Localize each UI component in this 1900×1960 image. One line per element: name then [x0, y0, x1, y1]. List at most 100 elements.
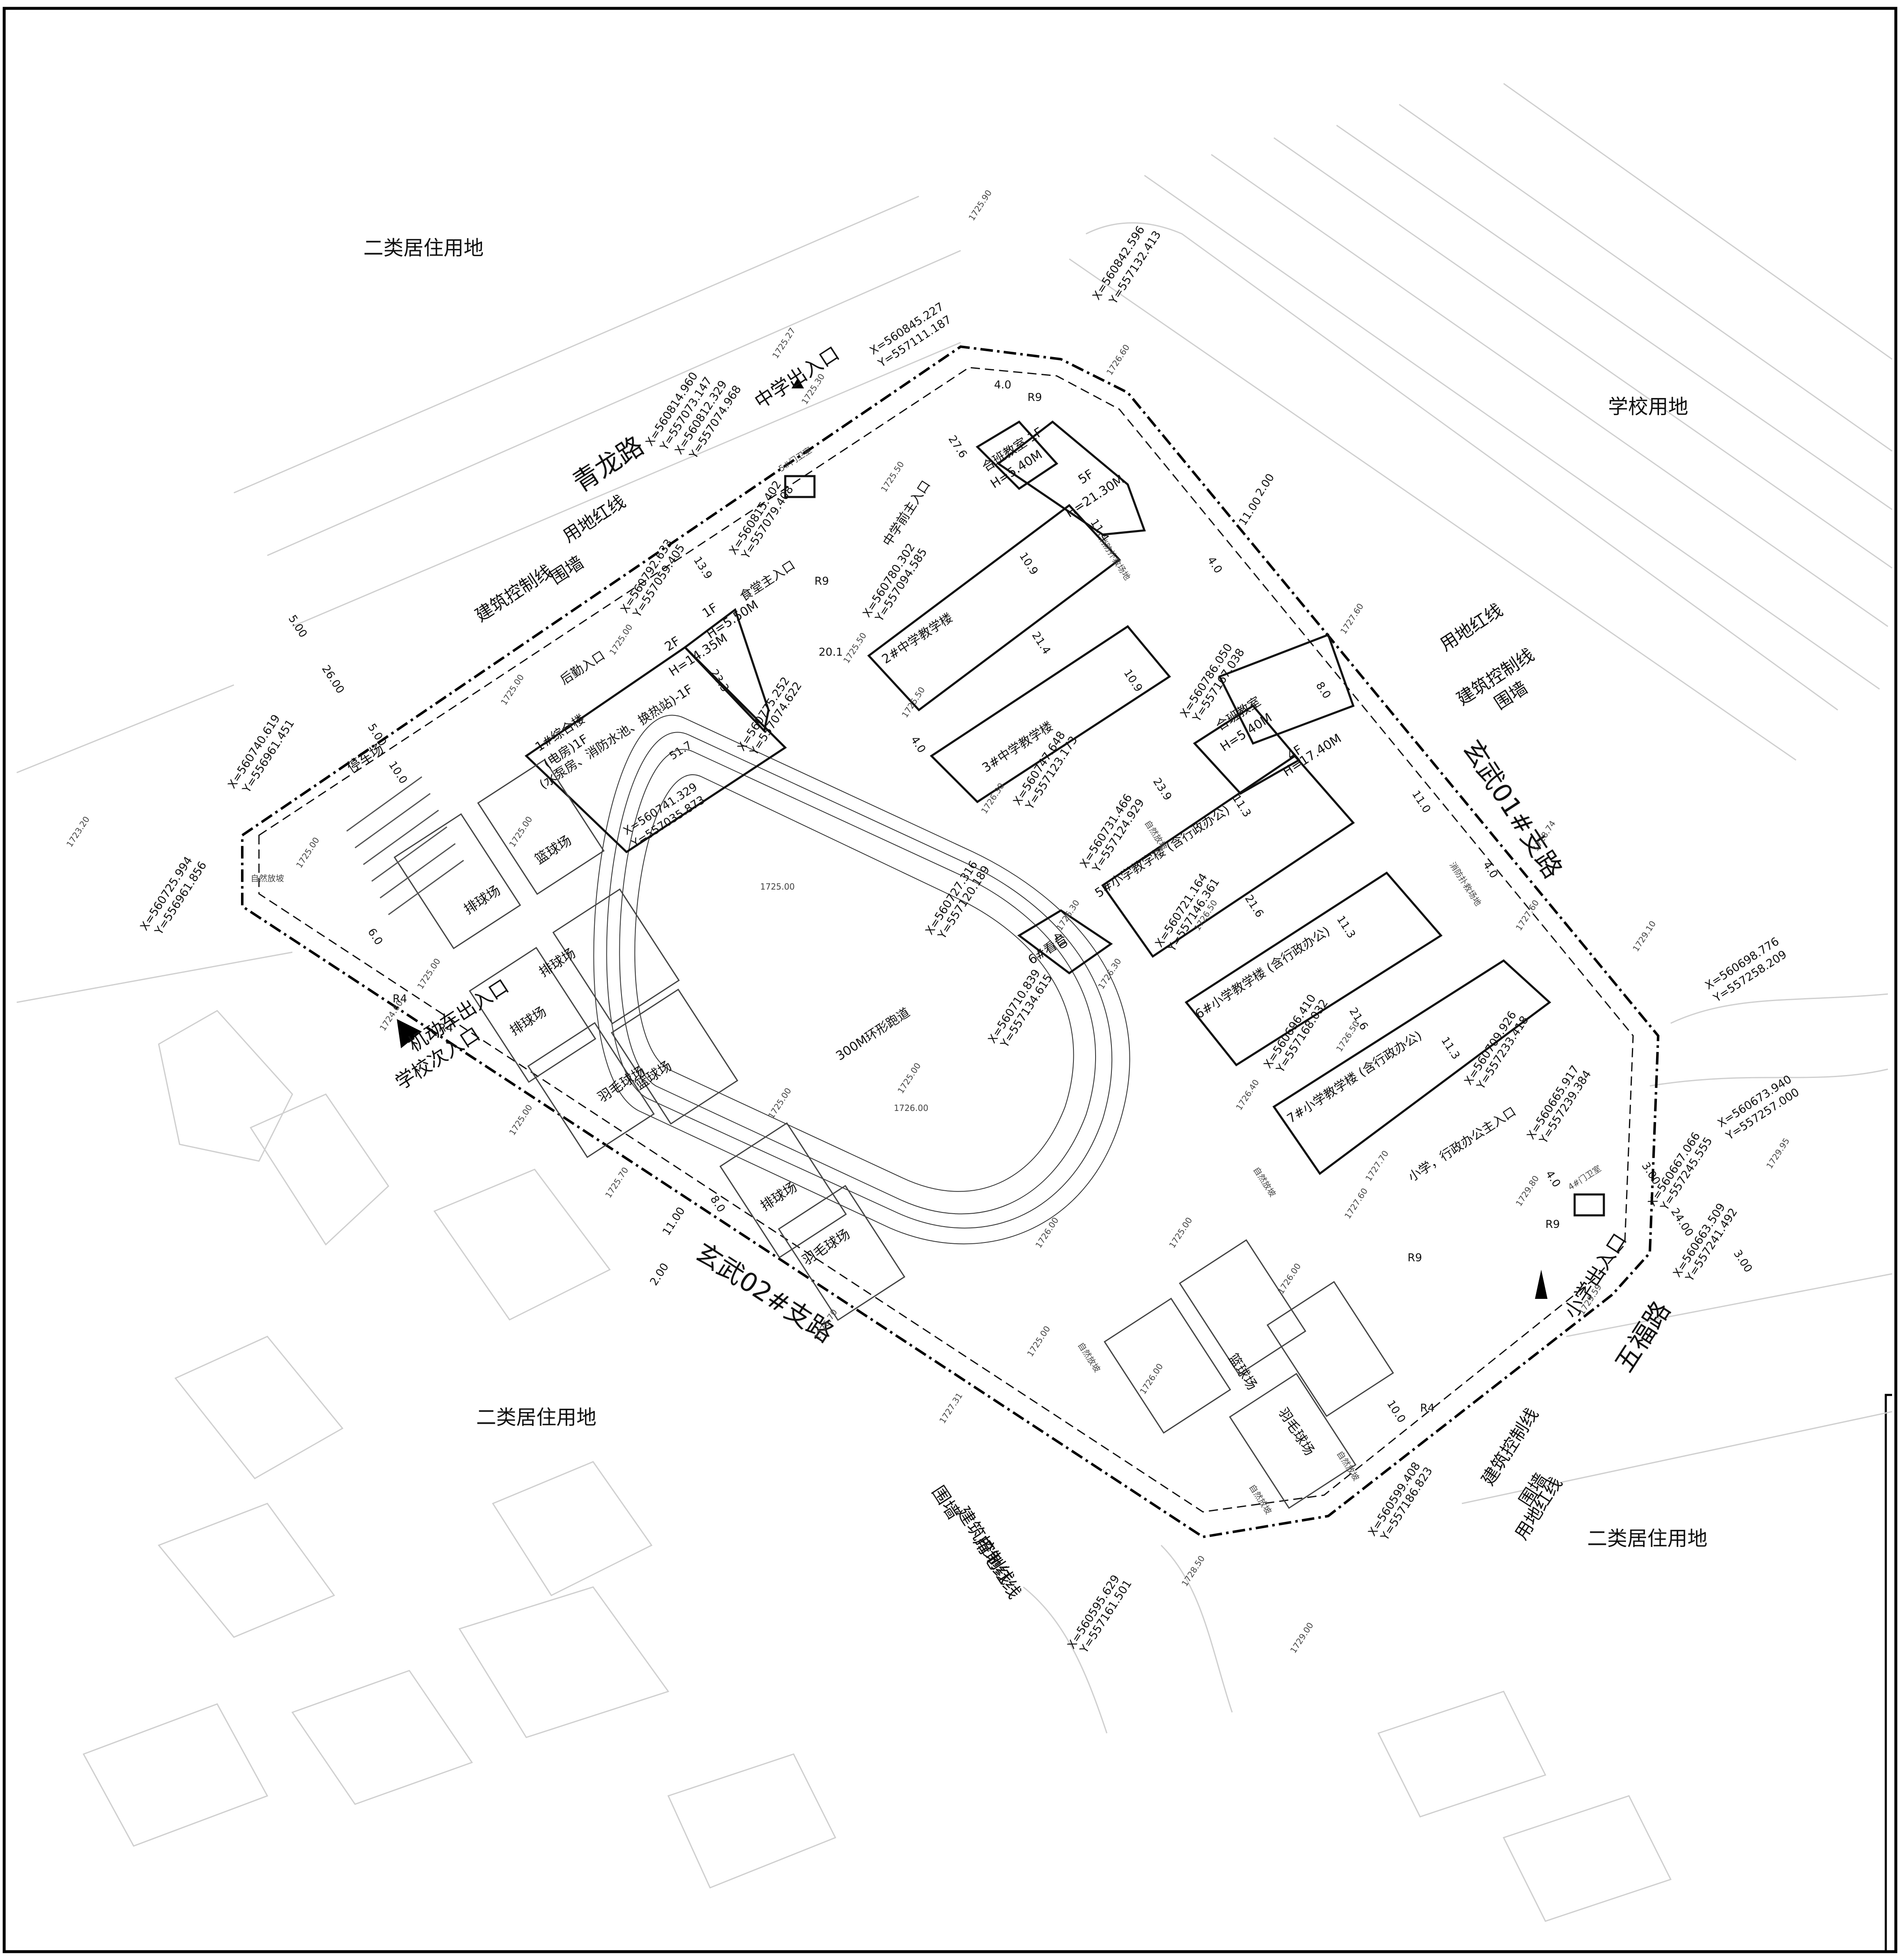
dimension-mark: 24.00 [1668, 1206, 1696, 1239]
elevation-mark: 1727.31 [937, 1391, 964, 1425]
elevation-mark: 1725.00 [895, 1061, 923, 1095]
zone-labels: 二类居住用地 学校用地 二类居住用地 二类居住用地 [363, 236, 1707, 1550]
context-background [16, 83, 1892, 1922]
label-canteen-entry: 食堂主入口 [737, 558, 798, 604]
elevation-mark: 1729.95 [1764, 1136, 1791, 1170]
drawing-frame [3, 7, 1897, 1953]
building-7-primary-school [1272, 959, 1551, 1175]
dimension-mark: 8.0 [708, 1193, 728, 1215]
elevation-mark: 1725.00 [1167, 1215, 1194, 1250]
elevation-mark: 1726.60 [1104, 342, 1131, 377]
elevation-mark: 1726.40 [1234, 1078, 1261, 1112]
coordinate-labels: X=560842.596 Y=557132.413 X=560845.227 Y… [138, 224, 1802, 1656]
label-running-track: 300M环形跑道 [833, 1005, 912, 1064]
canteen-building [683, 608, 770, 733]
label-red-line-3: 用地红线 [970, 1532, 1025, 1602]
elevation-mark: 1729.10 [1631, 919, 1658, 953]
elevation-mark: 1727.60 [1338, 601, 1365, 636]
label-canteen-floors: 1F [700, 601, 720, 621]
building-control-line [258, 367, 1634, 1513]
dimension-mark: 8.0 [1313, 680, 1333, 701]
sports-courts [393, 759, 1394, 1509]
primary-exit-arrow [1535, 1270, 1547, 1299]
building-3-middle-school [930, 625, 1171, 804]
label-red-line-1: 用地红线 [559, 491, 629, 547]
label-building-1-length: 51.7 [667, 739, 694, 763]
label-back-entry: 后勤入口 [558, 648, 608, 688]
label-slope-1: 自然放坡 [251, 873, 284, 883]
label-basketball-2: 篮球场 [632, 1058, 675, 1093]
elevation-mark: 1726.30 [1096, 956, 1123, 991]
dimension-mark: 4.0 [1205, 554, 1225, 576]
elevation-mark: 1726.00 [894, 1103, 928, 1113]
dimension-mark: 21.4 [1029, 629, 1053, 657]
dimension-mark: 11.3 [1438, 1035, 1462, 1062]
building-2-middle-school [867, 504, 1121, 712]
lecture-hall-1 [975, 420, 1058, 490]
dimension-mark: 4.0 [1543, 1168, 1563, 1189]
label-wall-1: 围墙 [547, 552, 587, 588]
label-slope-6: 自然放坡 [1247, 1483, 1274, 1516]
label-basketball-1: 篮球场 [532, 832, 574, 867]
elevation-labels: 1725.90 1725.27 1725.30 1726.60 1725.50 … [64, 188, 1791, 1655]
dimension-mark: 11.00 [660, 1205, 688, 1238]
facility-labels: 停车场 篮球场 排球场 排球场 排球场 羽毛球场 篮球场 排球场 羽毛球场 篮球… [251, 740, 1362, 1516]
grandstand-6 [1017, 909, 1113, 975]
label-primary-main-entry: 小学，行政办公主入口 [1405, 1104, 1519, 1185]
elevation-mark: 1725.00 [1025, 1324, 1052, 1358]
elevation-mark: 1725.00 [415, 956, 442, 991]
label-basketball-3: 篮球场 [1225, 1351, 1260, 1393]
elevation-mark: 1726.00 [1276, 1261, 1303, 1296]
lecture-hall-2 [1193, 704, 1301, 795]
dimension-mark: 26.00 [319, 663, 347, 696]
elevation-mark: 1723.20 [64, 814, 91, 849]
elevation-mark: 1725.00 [294, 835, 321, 870]
dimension-mark: 10.0 [386, 759, 410, 786]
dimension-mark: 4.0 [908, 734, 928, 755]
building-5-primary-school [1101, 754, 1355, 958]
dimension-mark: 2.00 [1253, 472, 1277, 499]
elevation-mark: 1727.60 [1342, 1186, 1370, 1220]
elevation-mark: 1725.50 [841, 631, 868, 665]
guard-house-5 [784, 475, 816, 498]
label-guard-5: 5#门卫室 [777, 445, 814, 474]
label-slope-4: 自然放坡 [1076, 1341, 1103, 1374]
elevation-mark: 1725.90 [966, 188, 994, 222]
dimension-mark: R9 [814, 575, 829, 588]
road-xuanwu-01: 玄武01#支路 [1456, 734, 1568, 883]
title-block-edge [1885, 1394, 1892, 1952]
entrance-arrows [397, 378, 1547, 1299]
label-badminton-3: 羽毛球场 [1275, 1405, 1318, 1458]
building-1-composite [525, 646, 787, 854]
elevation-mark: 1729.00 [1288, 1620, 1315, 1655]
entrance-labels: 中学出入口 中学前主入口 食堂主入口 后勤入口 机动车出入口 学校次入口 小学出… [391, 342, 1631, 1322]
elevation-mark: 1725.50 [879, 459, 906, 494]
dimension-mark: R9 [1027, 391, 1042, 404]
parking-lot [346, 776, 464, 915]
label-primary-exit: 小学出入口 [1560, 1230, 1631, 1322]
label-build-line-1: 建筑控制线 [472, 561, 556, 626]
label-slope-3: 自然放坡 [1251, 1165, 1278, 1199]
label-guard-4: 4#门卫室 [1566, 1163, 1603, 1192]
label-volleyball-4: 排球场 [758, 1179, 800, 1214]
zone-residential-topleft: 二类居住用地 [363, 236, 484, 260]
dimension-mark: 3.00 [1731, 1248, 1755, 1275]
dimension-mark: R4 [393, 993, 407, 1005]
dimension-mark: 6.0 [365, 926, 385, 947]
elevation-mark: 1725.00 [607, 622, 634, 657]
label-fire-rescue-2: 消防扑救场地 [1448, 860, 1483, 908]
dimension-mark: R9 [1408, 1252, 1422, 1264]
dimension-mark: 5.00 [365, 721, 389, 748]
label-middle-exit: 中学出入口 [751, 342, 843, 413]
elevation-mark: 1725.27 [770, 326, 797, 360]
dimension-mark: 11.0 [1409, 788, 1433, 815]
link-block [996, 420, 1146, 536]
dimension-mark: 11.3 [1230, 792, 1253, 819]
elevation-mark: 1725.00 [507, 1103, 534, 1137]
dimension-mark: 5.00 [286, 613, 309, 640]
dimension-mark: 2.00 [648, 1261, 672, 1288]
road-wufu: 五福路 [1608, 1296, 1677, 1377]
label-volleyball-1: 排球场 [461, 882, 503, 918]
elevation-mark: 1727.70 [1363, 1149, 1390, 1183]
